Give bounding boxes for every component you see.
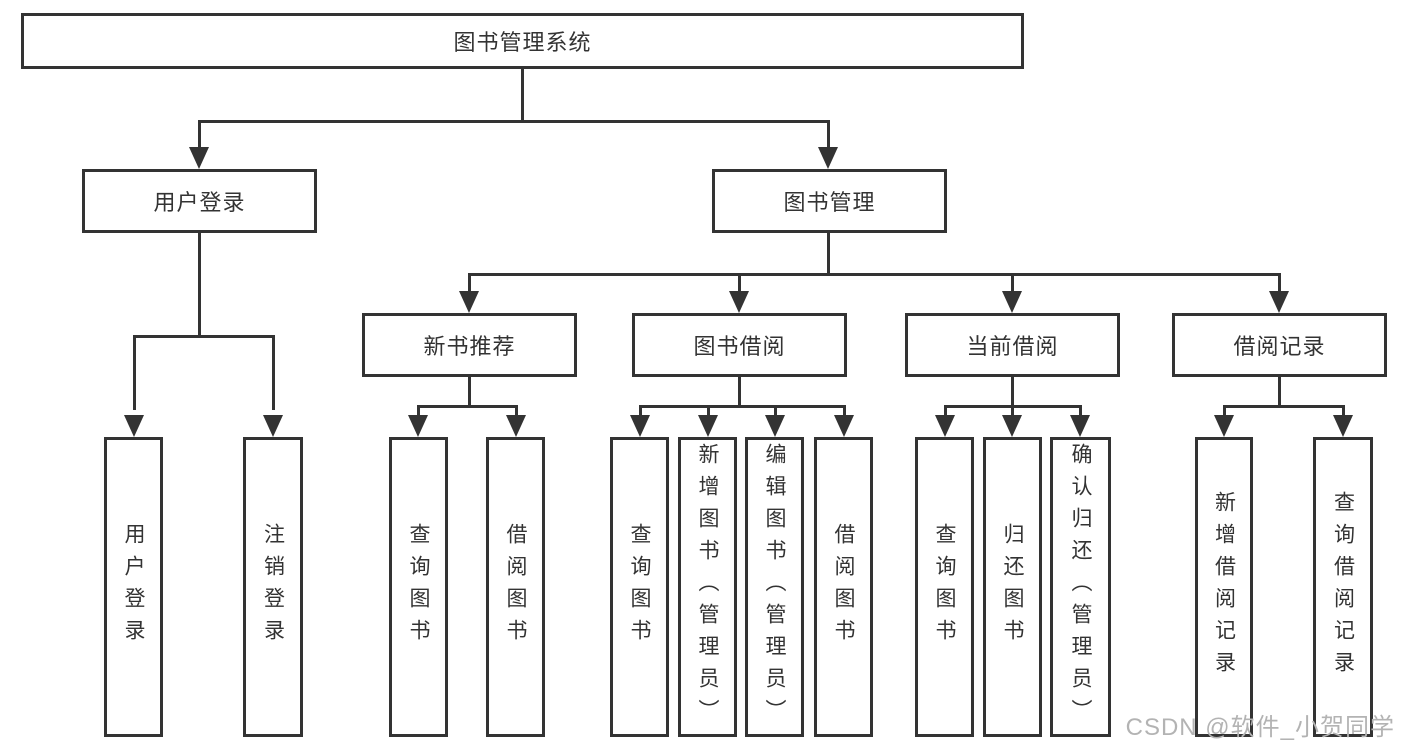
leaf-bb-borrow-book: 借阅图书 (814, 437, 873, 737)
leaf-cb-confirm-return-label: 确认归还（管理员） (1069, 443, 1092, 731)
connector-stem (1342, 405, 1345, 417)
leaf-bb-query-book-label: 查询图书 (628, 523, 651, 651)
connector-mgmt-stem (827, 233, 830, 273)
watermark: CSDN @软件_小贺同学 (1125, 714, 1395, 741)
arrow-down-icon (506, 415, 526, 437)
connector-stem (468, 273, 471, 293)
leaf-br-add-record-label: 新增借阅记录 (1212, 491, 1236, 683)
connector-root-stem (521, 69, 524, 120)
arrow-down-icon (729, 291, 749, 313)
connector-root-hline (198, 120, 830, 123)
connector-stem (133, 335, 136, 410)
leaf-br-add-record: 新增借阅记录 (1195, 437, 1253, 737)
arrow-down-icon (263, 415, 283, 437)
connector-stem (738, 273, 741, 293)
connector-mgmt-hline (468, 273, 1281, 276)
leaf-bb-add-book-label: 新增图书（管理员） (696, 443, 719, 731)
connector-stem (515, 405, 518, 417)
leaf-user-login-label: 用户登录 (122, 523, 145, 651)
connector-stem (827, 120, 830, 148)
node-borrow-records-label: 借阅记录 (1233, 334, 1326, 359)
arrow-down-icon (1269, 291, 1289, 313)
arrow-down-icon (1333, 415, 1353, 437)
arrow-down-icon (189, 147, 209, 169)
connector-stem (1278, 273, 1281, 293)
connector-current-stem (1011, 377, 1014, 405)
connector-stem (843, 405, 846, 417)
leaf-br-query-record: 查询借阅记录 (1313, 437, 1373, 737)
arrow-down-icon (124, 415, 144, 437)
connector-stem (1223, 405, 1226, 417)
arrow-down-icon (1002, 415, 1022, 437)
connector-stem (774, 405, 777, 417)
arrow-down-icon (834, 415, 854, 437)
node-book-borrow: 图书借阅 (632, 313, 847, 377)
leaf-cb-query-book: 查询图书 (915, 437, 974, 737)
connector-records-hline (1223, 405, 1345, 408)
arrow-down-icon (408, 415, 428, 437)
leaf-cb-query-book-label: 查询图书 (933, 523, 956, 651)
connector-rec-hline (417, 405, 518, 408)
node-borrow-records: 借阅记录 (1172, 313, 1387, 377)
connector-login-stem (198, 233, 201, 335)
leaf-user-login: 用户登录 (104, 437, 163, 737)
leaf-rec-borrow-book: 借阅图书 (486, 437, 545, 737)
node-book-mgmt-label: 图书管理 (783, 190, 876, 215)
connector-stem (1079, 405, 1082, 417)
leaf-logout-label: 注销登录 (261, 523, 285, 651)
connector-stem (639, 405, 642, 417)
node-user-login: 用户登录 (82, 169, 317, 233)
connector-stem (1011, 405, 1014, 417)
arrow-down-icon (630, 415, 650, 437)
leaf-rec-query-book-label: 查询图书 (407, 523, 430, 651)
node-user-login-label: 用户登录 (153, 190, 246, 215)
node-book-mgmt: 图书管理 (712, 169, 947, 233)
node-current-borrow-label: 当前借阅 (966, 334, 1059, 359)
arrow-down-icon (1214, 415, 1234, 437)
leaf-cb-return-book-label: 归还图书 (1001, 523, 1024, 651)
leaf-rec-query-book: 查询图书 (389, 437, 448, 737)
arrow-down-icon (818, 147, 838, 169)
node-book-borrow-label: 图书借阅 (693, 334, 786, 359)
connector-stem (272, 335, 275, 410)
connector-stem (944, 405, 947, 417)
connector-rec-stem (468, 377, 471, 405)
node-root: 图书管理系统 (21, 13, 1024, 69)
leaf-rec-borrow-book-label: 借阅图书 (504, 523, 527, 651)
arrow-down-icon (1002, 291, 1022, 313)
connector-stem (417, 405, 420, 417)
leaf-bb-add-book: 新增图书（管理员） (678, 437, 737, 737)
leaf-cb-return-book: 归还图书 (983, 437, 1042, 737)
arrow-down-icon (935, 415, 955, 437)
connector-borrow-hline (639, 405, 846, 408)
arrow-down-icon (1070, 415, 1090, 437)
node-new-book-rec-label: 新书推荐 (423, 334, 516, 359)
leaf-bb-borrow-book-label: 借阅图书 (832, 523, 855, 651)
leaf-logout: 注销登录 (243, 437, 303, 737)
node-current-borrow: 当前借阅 (905, 313, 1120, 377)
connector-stem (1011, 273, 1014, 293)
arrow-down-icon (459, 291, 479, 313)
arrow-down-icon (698, 415, 718, 437)
leaf-bb-query-book: 查询图书 (610, 437, 669, 737)
leaf-bb-edit-book: 编辑图书（管理员） (745, 437, 804, 737)
connector-stem (198, 120, 201, 148)
arrow-down-icon (765, 415, 785, 437)
leaf-bb-edit-book-label: 编辑图书（管理员） (763, 443, 786, 731)
node-new-book-rec: 新书推荐 (362, 313, 577, 377)
leaf-br-query-record-label: 查询借阅记录 (1331, 491, 1355, 683)
connector-stem (707, 405, 710, 417)
connector-records-stem (1278, 377, 1281, 405)
connector-borrow-stem (738, 377, 741, 405)
node-root-label: 图书管理系统 (453, 30, 592, 55)
connector-login-hline (133, 335, 275, 338)
leaf-cb-confirm-return: 确认归还（管理员） (1050, 437, 1111, 737)
